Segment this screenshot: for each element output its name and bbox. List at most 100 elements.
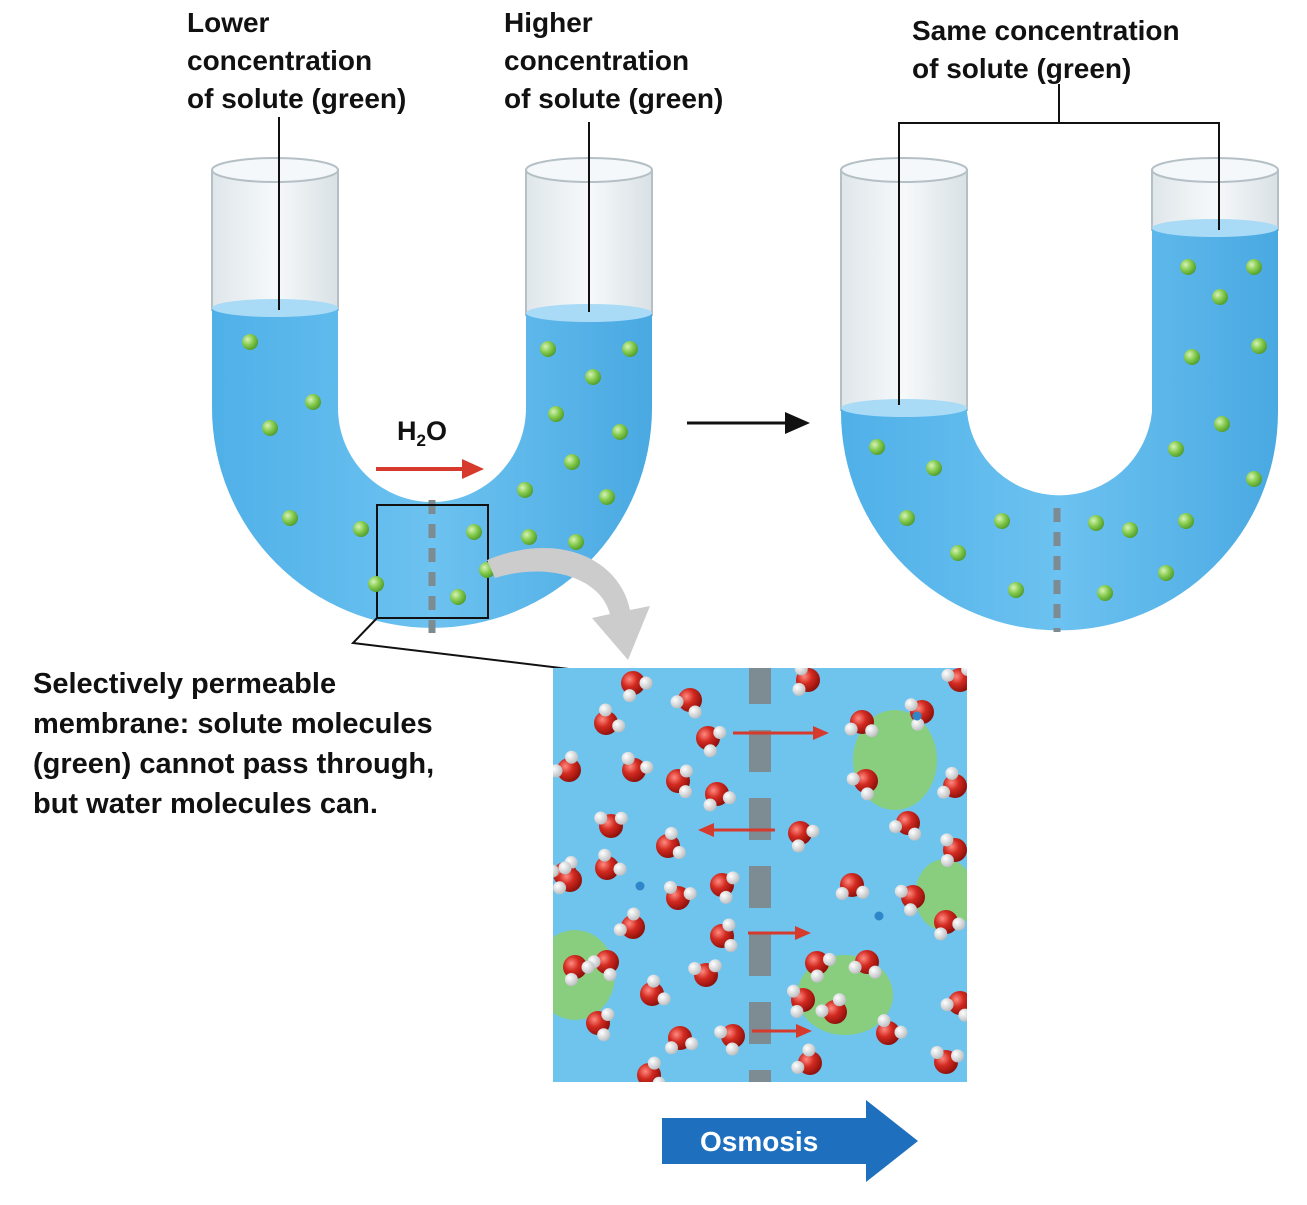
hydrogen-atom	[722, 918, 736, 932]
hydrogen-atom	[846, 772, 860, 786]
solute-molecule	[517, 482, 533, 498]
water-molecule	[613, 907, 645, 939]
solute-molecules-before	[242, 334, 638, 605]
lower-line-3: of solute (green)	[187, 83, 406, 114]
oxygen-atom	[721, 1024, 745, 1048]
hydrogen-atom	[665, 1041, 678, 1055]
water-molecule	[835, 873, 870, 900]
solute-molecule	[899, 510, 915, 526]
solute-molecule	[564, 454, 580, 470]
membrane-line-3: (green) cannot pass through,	[33, 748, 434, 780]
solute-molecule	[994, 513, 1010, 529]
hydrogen-atom	[934, 927, 948, 941]
solute-molecule	[1180, 259, 1196, 275]
water-flow-arrows	[698, 726, 829, 1038]
hydrogen-atom	[647, 1056, 661, 1070]
hydrogen-atom	[647, 974, 661, 988]
lower-line-2: concentration	[187, 45, 372, 76]
flow-arrow-head	[796, 1024, 812, 1038]
solute-molecule	[262, 420, 278, 436]
solute-molecule	[599, 489, 615, 505]
water-molecule	[844, 710, 879, 738]
solute-molecule	[368, 576, 384, 592]
osmosis-label: Osmosis	[700, 1126, 818, 1157]
solute-molecule	[1246, 471, 1262, 487]
solute-molecule	[548, 406, 564, 422]
higher-line-2: concentration	[504, 45, 689, 76]
flow-arrow-head	[795, 926, 811, 940]
flow-arrow	[752, 1024, 812, 1038]
hydrogen-atom	[640, 760, 654, 774]
solute-molecule	[540, 341, 556, 357]
hydrogen-atom	[791, 1060, 805, 1074]
oxygen-atom	[595, 950, 619, 974]
flow-arrow-head	[698, 823, 714, 837]
hydrogen-atom	[714, 1025, 728, 1039]
hydrogen-atom	[848, 960, 862, 974]
hydrogen-atom	[860, 787, 874, 801]
water-molecule	[621, 671, 653, 703]
solute-cluster	[553, 930, 615, 1020]
hydrogen-atom	[952, 917, 966, 931]
hydrogen-atom	[951, 1049, 964, 1063]
hydrogen-atom	[664, 826, 678, 840]
zoomed-membrane-panel	[553, 668, 967, 1082]
water-molecule	[930, 1046, 964, 1074]
hydrogen-atom	[790, 1005, 804, 1018]
oxygen-atom	[594, 711, 618, 735]
water-molecule	[621, 751, 654, 782]
hydrogen-atom	[601, 1008, 615, 1021]
oxygen-atom	[854, 769, 878, 793]
water-molecule	[791, 1043, 822, 1075]
solute-molecule	[282, 510, 298, 526]
hydrogen-atom	[815, 1004, 829, 1018]
process-arrow-icon	[687, 412, 810, 434]
water-molecule	[666, 764, 693, 799]
hydrogen-atom	[558, 861, 572, 875]
solute-molecule	[1122, 522, 1138, 538]
solute-molecule	[521, 529, 537, 545]
hydrogen-atom	[565, 750, 578, 764]
hydrogen-atom	[940, 998, 954, 1012]
hydrogen-atom	[703, 798, 717, 812]
water-molecule	[553, 861, 582, 895]
hydrogen-atom	[679, 764, 693, 778]
water-molecule	[664, 880, 697, 910]
hydrogen-atom	[792, 682, 806, 696]
oxygen-atom	[563, 955, 587, 979]
membrane-line-1: Selectively permeable	[33, 668, 336, 700]
hydrogen-atom	[581, 960, 595, 974]
hydrogen-atom	[614, 811, 628, 825]
solute-molecule	[1214, 416, 1230, 432]
hydrogen-atom	[930, 1046, 944, 1059]
hydrogen-atom	[856, 885, 870, 899]
flow-arrow-head	[813, 726, 829, 740]
hydrogen-atom	[683, 887, 697, 901]
water-molecule	[587, 950, 619, 982]
ion	[635, 881, 645, 891]
hydrogen-atom	[599, 703, 612, 717]
hydrogen-atom	[725, 1042, 739, 1056]
solute-molecules-after	[869, 259, 1267, 601]
hydrogen-atom	[688, 705, 702, 719]
water-molecule	[595, 848, 627, 880]
water-molecule	[848, 950, 882, 979]
water-molecule	[792, 668, 820, 696]
hydrogen-atom	[802, 1043, 816, 1057]
water-molecule	[637, 1056, 666, 1082]
hydrogen-atom	[941, 668, 955, 682]
flow-arrow	[698, 823, 775, 837]
same-concentration-label: Same concentration of solute (green)	[912, 15, 1180, 84]
hydrogen-atom	[603, 968, 617, 982]
water-molecule	[894, 884, 925, 917]
hydrogen-atom	[713, 726, 727, 739]
solute-molecule	[869, 439, 885, 455]
hydrogen-atom	[904, 903, 917, 917]
hydrogen-atom	[679, 785, 692, 799]
hydrogen-atom	[958, 1008, 967, 1022]
oxygen-atom	[621, 671, 645, 695]
ions	[635, 711, 922, 921]
hydrogen-atom	[685, 1037, 699, 1051]
solute-molecule	[950, 545, 966, 561]
